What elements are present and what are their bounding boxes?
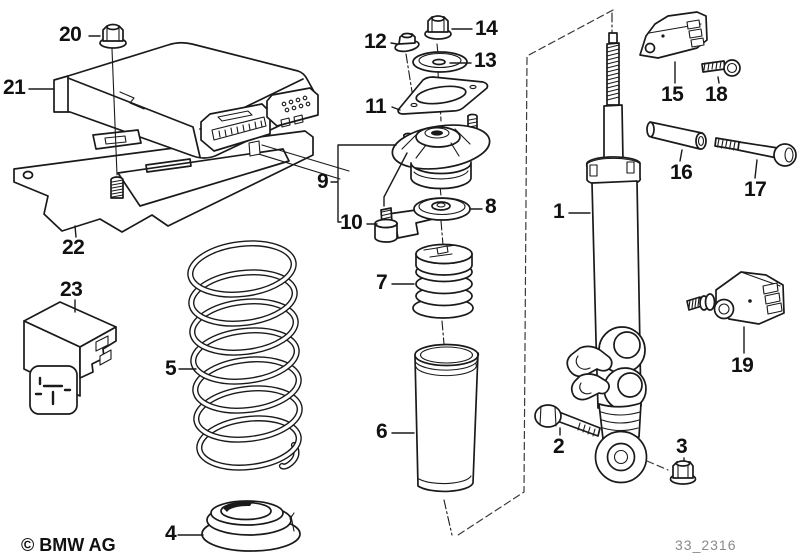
washer-13-drawing [412, 51, 468, 73]
support-bearing-drawing [391, 113, 491, 190]
callout-11[interactable]: 11 [365, 95, 387, 118]
bump-stop-drawing [412, 243, 474, 319]
callout-5[interactable]: 5 [165, 357, 177, 380]
spring-pad-drawing [201, 500, 301, 552]
callout-4[interactable]: 4 [165, 522, 177, 545]
callout-15[interactable]: 15 [661, 83, 684, 106]
callout-1[interactable]: 1 [553, 200, 565, 223]
nut-20-drawing [99, 23, 127, 176]
callout-6[interactable]: 6 [376, 420, 388, 443]
callout-23[interactable]: 23 [60, 278, 83, 301]
bolt-18-drawing [701, 59, 741, 77]
callout-16[interactable]: 16 [670, 161, 693, 184]
copyright-text: © BMW AG [21, 535, 116, 555]
callout-10[interactable]: 10 [340, 211, 363, 234]
coil-spring-drawing [187, 240, 303, 471]
spacer-tube-16-drawing [646, 121, 707, 150]
callout-14[interactable]: 14 [475, 17, 498, 40]
callout-8[interactable]: 8 [485, 195, 497, 218]
callout-17[interactable]: 17 [744, 178, 767, 201]
assembly-reference-line [454, 9, 614, 538]
gasket-11-drawing [397, 76, 489, 115]
sensor-19-drawing [686, 271, 785, 325]
relay-drawing [23, 301, 117, 415]
callout-3[interactable]: 3 [676, 435, 688, 458]
sensor-15-drawing [639, 11, 708, 59]
callout-9[interactable]: 9 [317, 170, 329, 193]
nut-12-drawing [394, 32, 420, 53]
callout-18[interactable]: 18 [705, 83, 728, 106]
bolt-17-drawing [714, 137, 797, 167]
callout-19[interactable]: 19 [731, 354, 754, 377]
callout-12[interactable]: 12 [364, 30, 387, 53]
diagram-code: 33_2316 [675, 537, 737, 553]
nut-3-drawing [646, 460, 697, 485]
callout-leader-lines [28, 28, 758, 536]
nut-14-drawing [424, 15, 452, 40]
shock-absorber-drawing [566, 32, 648, 484]
callout-20[interactable]: 20 [59, 23, 82, 46]
bolt-10-drawing [374, 207, 398, 243]
washer-8-drawing [413, 197, 471, 221]
control-unit-drawing [53, 41, 319, 159]
callout-22[interactable]: 22 [62, 236, 85, 259]
callout-2[interactable]: 2 [553, 435, 565, 458]
callout-13[interactable]: 13 [474, 49, 497, 72]
callout-7[interactable]: 7 [376, 271, 388, 294]
bolt-2-drawing [534, 404, 601, 437]
callout-21[interactable]: 21 [3, 76, 26, 99]
protection-tube-drawing [414, 343, 480, 493]
